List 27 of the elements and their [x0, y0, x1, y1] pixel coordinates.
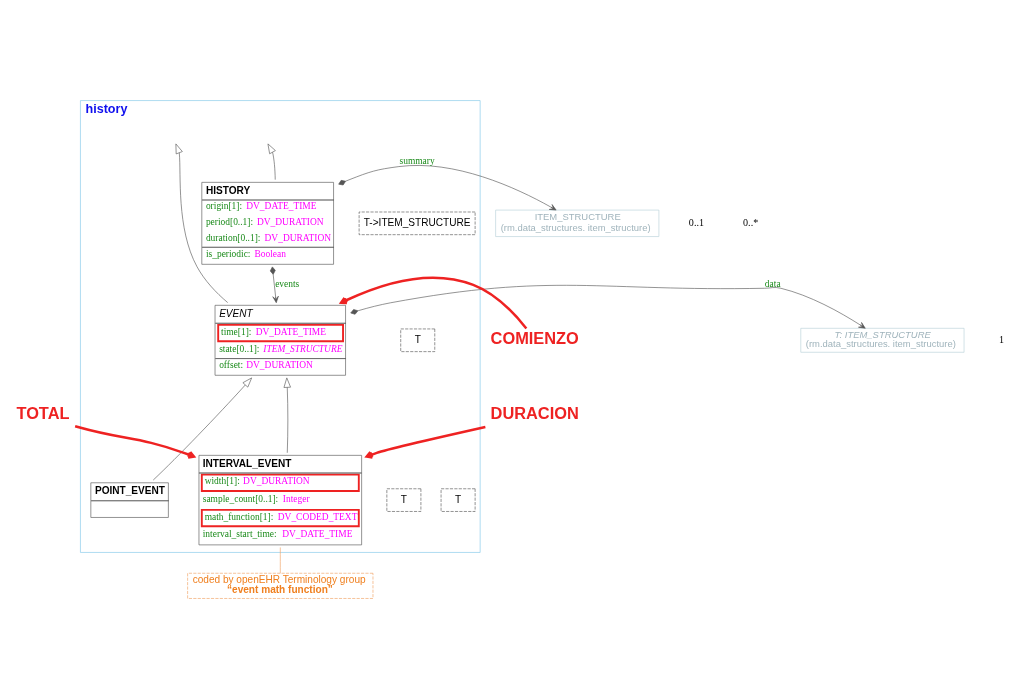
- node-box: T: [440, 487, 476, 512]
- connector: [280, 546, 281, 573]
- arrow: [175, 143, 228, 303]
- node-text: COMIENZO: [490, 328, 579, 347]
- edge-label: data: [764, 278, 781, 289]
- node-text: TOTAL: [16, 403, 70, 422]
- edge-label: events: [275, 278, 300, 289]
- label: 1: [999, 333, 1005, 345]
- arrow: [283, 377, 291, 453]
- node-box: T: ITEM_STRUCTURE (rm.data_structures. item_structure): [800, 327, 965, 353]
- label: 0..1: [688, 216, 704, 228]
- edge-label: summary: [399, 155, 435, 166]
- arrow: [339, 276, 528, 329]
- arrow: [267, 143, 276, 180]
- label: 0..*: [743, 216, 759, 228]
- arrow: [350, 284, 866, 329]
- node-box: coded by openEHR Terminology group “event math function”: [187, 572, 374, 599]
- arrow: [74, 424, 196, 459]
- node-box: T: [386, 487, 422, 512]
- node-text: DURACION: [490, 403, 579, 422]
- node-box: T->ITEM_STRUCTURE: [358, 211, 476, 235]
- arrow: [365, 425, 486, 459]
- arrow: [269, 266, 279, 303]
- node-box: ITEM_STRUCTURE (rm.data_structures. item_structure): [495, 209, 660, 237]
- node-box: T: [400, 328, 436, 352]
- arrow: [338, 164, 557, 210]
- arrow: [152, 377, 252, 480]
